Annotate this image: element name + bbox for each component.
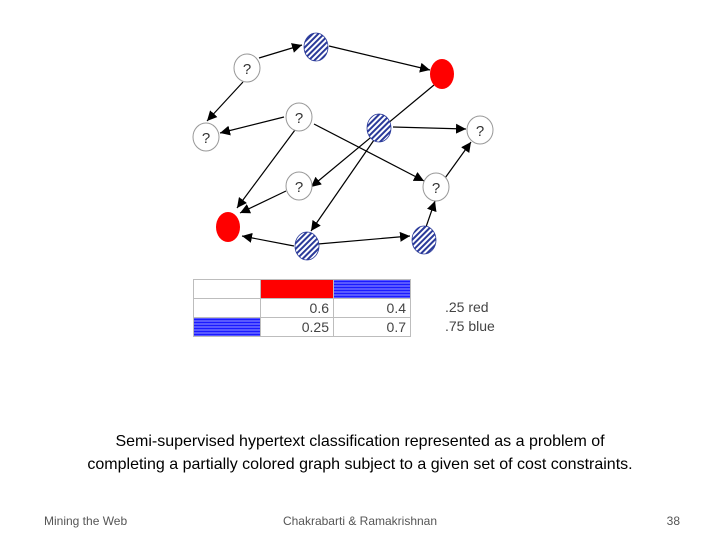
prior-blue-label: .75 blue xyxy=(445,318,495,334)
edge xyxy=(236,129,296,209)
edge xyxy=(392,123,467,134)
cost-matrix-header-row xyxy=(193,279,411,299)
svg-text:?: ? xyxy=(202,130,210,147)
slide-caption: Semi-supervised hypertext classification… xyxy=(20,430,700,476)
edge xyxy=(258,43,303,59)
edge xyxy=(219,116,285,136)
svg-text:?: ? xyxy=(432,180,440,197)
node-blue xyxy=(411,225,437,255)
page-number: 38 xyxy=(666,514,680,528)
node-unknown: ? xyxy=(285,171,313,201)
node-unknown: ? xyxy=(466,115,494,145)
node-blue xyxy=(303,32,329,62)
node-blue xyxy=(366,113,392,143)
node-unknown: ? xyxy=(422,172,450,202)
prior-distribution: .25 red .75 blue xyxy=(445,298,495,336)
node-red xyxy=(216,212,240,242)
partially-colored-graph: ? ? ? ? ? ? xyxy=(192,32,494,261)
white-row-swatch xyxy=(193,298,261,318)
node-red xyxy=(430,59,454,89)
cost-cell: 0.25 xyxy=(260,317,334,337)
svg-text:?: ? xyxy=(295,110,303,127)
node-blue xyxy=(294,231,320,261)
node-unknown: ? xyxy=(285,102,313,132)
cost-matrix: 0.6 0.4 0.25 0.7 xyxy=(193,279,411,337)
blue-column-swatch xyxy=(333,279,411,299)
edge xyxy=(425,200,437,228)
table-row: 0.6 0.4 xyxy=(193,298,411,318)
blue-row-swatch xyxy=(193,317,261,337)
caption-line: completing a partially colored graph sub… xyxy=(87,456,633,473)
caption-line: Semi-supervised hypertext classification… xyxy=(115,433,605,450)
prior-red-label: .25 red xyxy=(445,299,489,315)
edge xyxy=(328,45,431,73)
footer-title: Mining the Web xyxy=(44,514,128,528)
svg-text:?: ? xyxy=(295,179,303,196)
blank-corner-cell xyxy=(193,279,261,299)
edge xyxy=(310,139,375,232)
cost-cell: 0.6 xyxy=(260,298,334,318)
node-unknown: ? xyxy=(192,122,220,152)
cost-cell: 0.7 xyxy=(333,317,411,337)
edge xyxy=(206,81,244,122)
node-unknown: ? xyxy=(233,53,261,83)
edge xyxy=(317,231,411,245)
table-row: 0.25 0.7 xyxy=(193,317,411,337)
edge xyxy=(241,232,295,247)
edge xyxy=(313,123,425,182)
svg-text:?: ? xyxy=(243,61,251,78)
svg-text:?: ? xyxy=(476,123,484,140)
footer-authors: Chakrabarti & Ramakrishnan xyxy=(282,514,438,528)
cost-cell: 0.4 xyxy=(333,298,411,318)
red-column-swatch xyxy=(260,279,334,299)
edge xyxy=(239,190,287,214)
